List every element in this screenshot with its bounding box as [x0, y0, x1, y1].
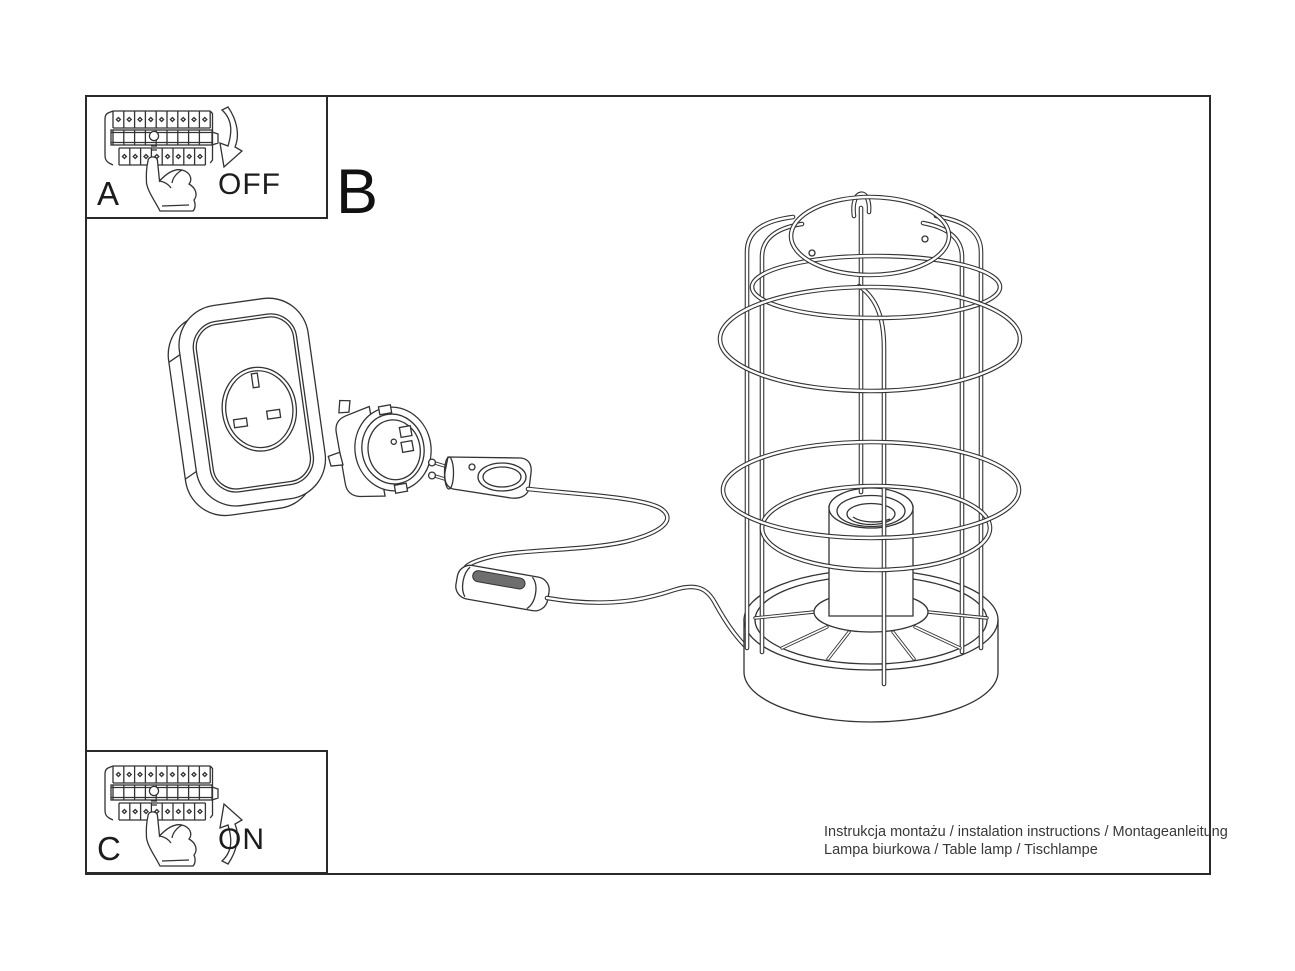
- breaker-on-illustration: [104, 765, 244, 867]
- caption-line-1: Instrukcja montażu / instalation instruc…: [824, 824, 1228, 840]
- power-cable-illustration: [466, 489, 667, 567]
- cage-lamp-illustration: [720, 194, 1020, 723]
- step-a-panel: A OFF: [85, 95, 328, 219]
- plug-adapter-illustration: [327, 399, 432, 498]
- live-slot: [265, 408, 282, 420]
- cable-to-lamp-illustration: [547, 587, 769, 663]
- rocker-switch: [472, 570, 526, 590]
- neutral-slot: [232, 417, 249, 429]
- caption: Instrukcja montażu / instalation instruc…: [824, 824, 1228, 859]
- step-c-action-label: ON: [218, 823, 265, 856]
- step-c-panel: C ON: [85, 750, 328, 874]
- plug-pin-tip: [427, 471, 437, 480]
- wall-socket-illustration: [167, 297, 327, 517]
- arrow-down-icon: [219, 106, 244, 169]
- step-b-label: B: [336, 157, 379, 227]
- caption-line-2: Lampa biurkowa / Table lamp / Tischlampe: [824, 841, 1098, 858]
- circuit-breaker-panel-icon: [104, 110, 219, 212]
- plug-pin-tip: [427, 458, 437, 467]
- breaker-toggle-knob: [148, 130, 160, 142]
- breaker-off-illustration: [104, 106, 244, 212]
- pressing-hand-icon: [145, 156, 197, 212]
- inline-switch-illustration: [455, 564, 550, 612]
- euro-plug-illustration: [427, 456, 532, 499]
- step-a-action-label: OFF: [218, 168, 281, 201]
- step-a-label: A: [97, 175, 120, 212]
- earth-slot: [250, 372, 260, 389]
- arrow-up-icon: [219, 802, 244, 865]
- diagram-frame: [85, 95, 1211, 875]
- step-c-label: C: [97, 830, 121, 867]
